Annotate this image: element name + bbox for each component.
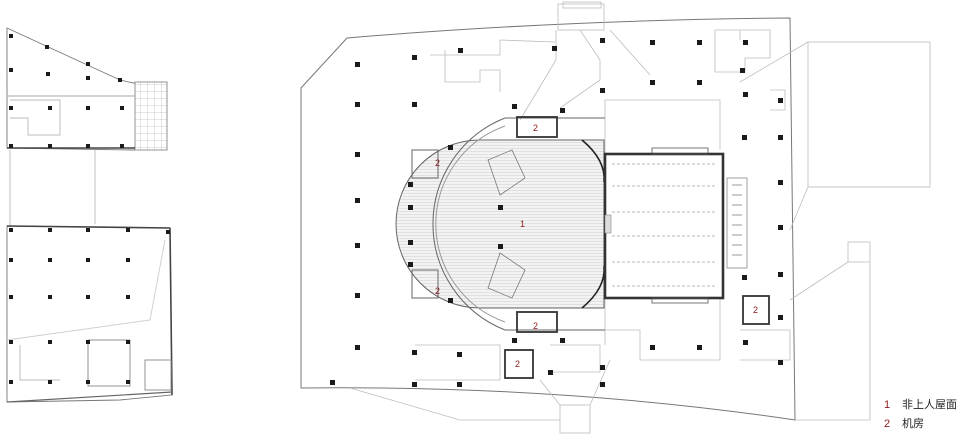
roof-area	[395, 139, 605, 309]
machine-room-label-bottom: 2	[533, 321, 538, 331]
left-building-columns	[9, 34, 170, 384]
machine-room-label-top: 2	[533, 123, 538, 133]
machine-rooms	[411, 116, 770, 379]
main-building-outline	[300, 17, 796, 421]
roof-label: 1	[520, 219, 525, 229]
machine-room-label-upper-left: 2	[435, 158, 440, 168]
legend-item-machine-room: 2 机房	[884, 415, 957, 434]
main-building-columns	[330, 38, 783, 387]
left-building	[6, 27, 173, 403]
legend-text: 机房	[902, 418, 924, 430]
legend-item-roof: 1 非上人屋面	[884, 396, 957, 415]
context-lines	[349, 1, 931, 434]
machine-room-label-lower-left: 2	[435, 286, 440, 296]
stage-block	[603, 147, 748, 304]
area-labels: 1 2 2 2 2 2 2	[435, 123, 758, 369]
legend-text: 非上人屋面	[902, 399, 957, 411]
legend-number: 1	[884, 399, 891, 411]
legend: 1 非上人屋面 2 机房	[884, 396, 957, 434]
legend-number: 2	[884, 418, 891, 430]
machine-room-label-lower: 2	[515, 359, 520, 369]
curved-band	[432, 117, 605, 331]
machine-room-label-right: 2	[753, 305, 758, 315]
